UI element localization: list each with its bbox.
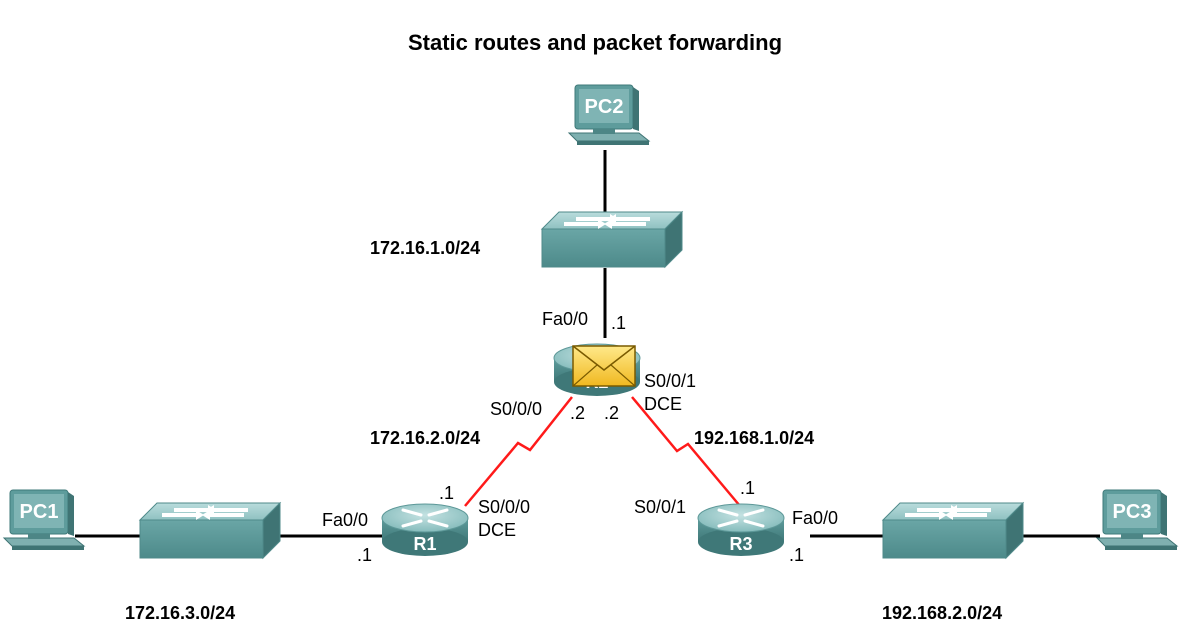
r2-s000-ip: .2 — [570, 403, 586, 423]
r1-s000-dce: DCE — [478, 520, 517, 540]
switch-r3-lan — [882, 502, 1024, 559]
serial-link-r2-r3 — [631, 396, 741, 507]
r1-label: R1 — [413, 534, 436, 554]
switch-r1-lan — [139, 502, 281, 559]
router-r3-icon: R3 — [696, 502, 786, 558]
network-label-r2-lan: 172.16.1.0/24 — [370, 238, 481, 258]
router-r1-icon: R1 — [380, 502, 470, 558]
network-label-r2-r3: 192.168.1.0/24 — [694, 428, 815, 448]
pc3-label: PC3 — [1113, 501, 1152, 523]
r2-s001-label: S0/0/1 — [644, 371, 697, 391]
pc2-icon: PC2 — [568, 84, 650, 146]
r1-s000-label: S0/0/0 — [478, 497, 531, 517]
r3-s001-label: S0/0/1 — [634, 497, 687, 517]
serial-link-r1-r2 — [464, 396, 573, 507]
pc2-label: PC2 — [585, 96, 624, 118]
pc1-label: PC1 — [20, 501, 59, 523]
r3-fa-label: Fa0/0 — [792, 508, 839, 528]
network-label-r1-r2: 172.16.2.0/24 — [370, 428, 481, 448]
r2-fa-ip: .1 — [611, 313, 627, 333]
r2-s000-label: S0/0/0 — [490, 399, 543, 419]
r2-fa-label: Fa0/0 — [542, 309, 589, 329]
r2-s001-ip: .2 — [604, 403, 620, 423]
r1-fa-ip: .1 — [357, 545, 373, 565]
switch-r2-lan — [541, 211, 683, 268]
ethernet-links — [75, 150, 1100, 538]
diagram-title: Static routes and packet forwarding — [407, 30, 783, 55]
pc1-icon: PC1 — [3, 489, 85, 551]
r3-s001-ip: .1 — [740, 478, 756, 498]
network-label-r1-lan: 172.16.3.0/24 — [125, 603, 236, 623]
network-label-r3-lan: 192.168.2.0/24 — [882, 603, 1003, 623]
r3-fa-ip: .1 — [789, 545, 805, 565]
r1-s000-ip: .1 — [439, 483, 455, 503]
serial-links — [464, 396, 741, 507]
packet-envelope-icon — [572, 345, 636, 387]
pc3-icon: PC3 — [1096, 489, 1178, 551]
r3-label: R3 — [729, 534, 752, 554]
r2-s001-dce: DCE — [644, 394, 683, 414]
r1-fa-label: Fa0/0 — [322, 510, 369, 530]
